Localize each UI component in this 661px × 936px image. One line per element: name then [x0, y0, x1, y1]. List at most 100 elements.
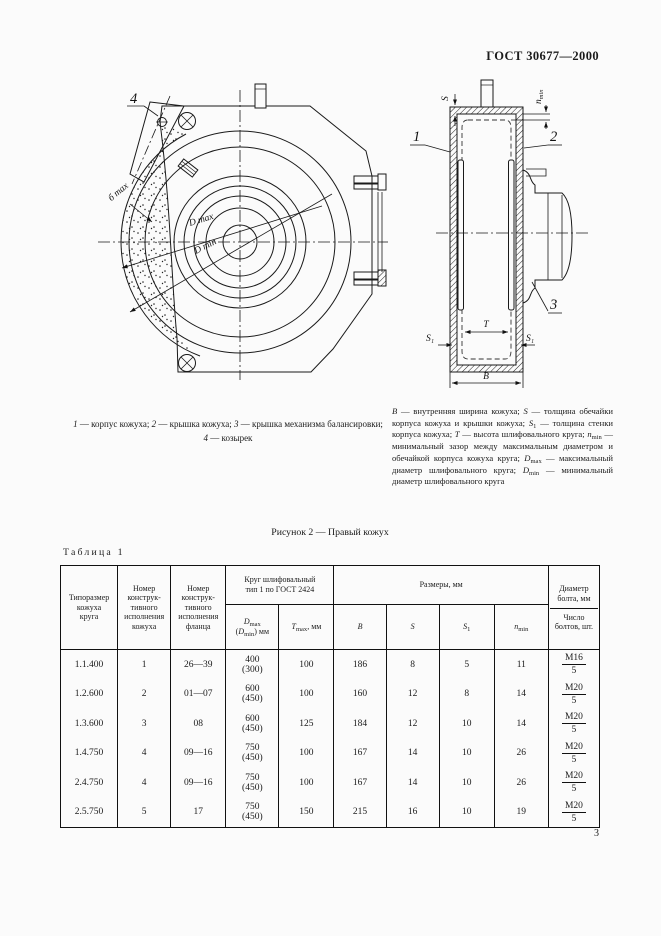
section-stud — [480, 79, 494, 108]
callout-2: 2 — [550, 129, 557, 145]
label-b: B — [483, 372, 489, 382]
cell-b: 215 — [333, 797, 387, 828]
cell-flange: 17 — [170, 797, 226, 828]
flange-right — [508, 159, 515, 311]
cell-d: 750(450) — [225, 738, 279, 768]
visor — [129, 95, 185, 185]
standard-number: ГОСТ 30677—2000 — [486, 49, 599, 63]
cell-housing: 3 — [117, 709, 171, 739]
label-b-max: б max — [106, 180, 131, 204]
cell-size: 2.5.750 — [59, 797, 118, 828]
figure-caption: Рисунок 2 — Правый кожух — [271, 527, 389, 538]
cell-housing: 2 — [117, 679, 171, 709]
label-s1-right: S₁ — [526, 334, 534, 344]
b-dimension — [449, 372, 524, 388]
label-t: T — [483, 320, 489, 330]
cell-s: 14 — [385, 768, 440, 798]
cell-b: 186 — [333, 649, 387, 680]
label-n-min: nmin — [534, 90, 545, 105]
cell-d: 400(300) — [225, 649, 279, 680]
cell-b: 184 — [333, 709, 387, 739]
cell-t: 100 — [278, 738, 334, 768]
grinding-wheel-section — [461, 119, 512, 360]
cell-s1: 10 — [438, 709, 495, 739]
right-clamps — [353, 173, 387, 287]
cell-size: 1.4.750 — [59, 738, 118, 768]
callout4-leader — [127, 105, 159, 117]
guard-housing-outline — [159, 105, 373, 373]
cell-t: 100 — [278, 768, 334, 798]
cell-s: 16 — [385, 797, 440, 828]
col-header-b: B — [333, 604, 387, 650]
cell-size: 1.3.600 — [59, 709, 118, 739]
cell-s: 12 — [385, 679, 440, 709]
nmin-dimension — [511, 105, 550, 129]
cell-s: 8 — [385, 649, 440, 680]
bolt-top — [178, 112, 196, 130]
col-header-d: Dmax(Dmin) мм — [225, 604, 279, 650]
label-s1-left: S₁ — [426, 334, 434, 344]
cell-n: 14 — [493, 679, 549, 709]
cell-b: 167 — [333, 738, 387, 768]
cell-s1: 10 — [438, 797, 495, 828]
cell-s1: 10 — [438, 738, 495, 768]
col-header-t: Tmax, мм — [278, 604, 334, 650]
callout-3: 3 — [549, 297, 557, 313]
label-d-min: D min — [192, 237, 219, 257]
col-header-s1: S1 — [438, 604, 495, 650]
cell-s: 12 — [385, 709, 440, 739]
callout-leaders — [410, 144, 562, 314]
cell-b: 160 — [333, 679, 387, 709]
cell-d: 600(450) — [225, 709, 279, 739]
cell-d: 750(450) — [225, 768, 279, 798]
cell-flange: 26—39 — [170, 649, 226, 680]
group-header-dims: Размеры, мм — [333, 565, 549, 605]
cell-s1: 5 — [438, 649, 495, 680]
cell-housing: 4 — [117, 738, 171, 768]
cell-b: 167 — [333, 768, 387, 798]
d-min-line — [129, 193, 333, 313]
callout-4: 4 — [130, 91, 137, 107]
cell-flange: 09—16 — [170, 768, 226, 798]
cell-n: 26 — [493, 738, 549, 768]
figure-parts-caption: 1 — корпус кожуха; 2 — крышка кожуха; 3 … — [73, 419, 383, 443]
bolt-bottom — [178, 354, 196, 372]
top-stud — [254, 83, 267, 109]
col-header-s: S — [385, 604, 440, 650]
top-fitting — [526, 168, 547, 177]
section-view-drawing: 1 2 3 S nmin T S₁ S₁ B — [410, 79, 590, 388]
cell-d: 750(450) — [225, 797, 279, 828]
balancing-cover — [522, 169, 573, 304]
cell-flange: 08 — [170, 709, 226, 739]
front-view-drawing: 4 D max D min б max — [98, 83, 388, 380]
cell-n: 11 — [493, 649, 549, 680]
cell-s1: 10 — [438, 768, 495, 798]
b-max-leader — [129, 203, 153, 223]
cell-flange: 09—16 — [170, 738, 226, 768]
cell-size: 1.2.600 — [59, 679, 118, 709]
cell-housing: 5 — [117, 797, 171, 828]
figure-legend: B — внутренняя ширина кожуха; S — толщин… — [392, 406, 614, 487]
cell-n: 14 — [493, 709, 549, 739]
col-header-n: nmin — [493, 604, 549, 650]
callout-1: 1 — [413, 129, 420, 145]
grinding-wheel-segment — [121, 122, 200, 356]
visor-clamp — [177, 158, 199, 178]
cell-t: 125 — [278, 709, 334, 739]
